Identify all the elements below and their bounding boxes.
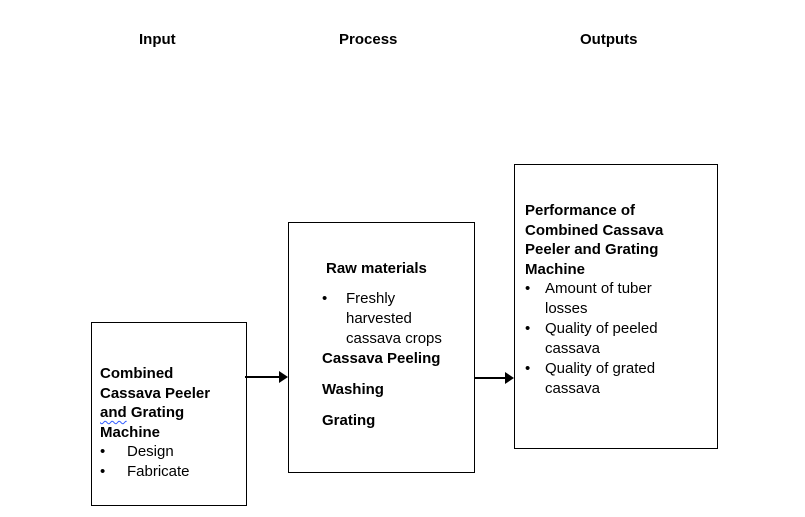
bullet-icon: • [100,443,106,460]
list-item: • Freshly harvested cassava crops [322,289,468,349]
bullet-icon: • [525,360,531,377]
bullet-icon: • [525,280,531,297]
input-title-part2: Grating Machine [100,404,185,441]
input-title-part1: Combined Cassava Peeler [100,365,211,402]
bullet-text: Freshly harvested cassava crops [346,289,442,347]
input-box-title: Combined Cassava Peeler and Grating Mach… [100,364,218,442]
outputs-box-title: Performance of Combined Cassava Peeler a… [525,202,664,278]
outputs-bullet-list: • Amount of tuber losses • Quality of pe… [525,279,711,399]
bullet-text: Design [127,443,174,460]
process-box-heading: Raw materials [326,260,427,277]
process-bullet-list: • Freshly harvested cassava crops [322,289,468,349]
input-bullet-list: • Design • Fabricate [100,442,240,481]
bullet-text: Amount of tuber losses [545,280,652,317]
column-header-input: Input [139,31,176,48]
bullet-icon: • [525,320,531,337]
column-header-outputs: Outputs [580,31,638,48]
process-step: Cassava Peeling [322,349,441,367]
list-item: • Fabricate [100,462,240,482]
column-header-process: Process [339,31,398,48]
list-item: • Quality of peeled cassava [525,319,711,359]
bullet-icon: • [100,462,106,480]
input-title-spellcheck-word: and [100,404,127,421]
process-step: Grating [322,411,376,429]
arrow-process-to-outputs-icon [474,372,514,384]
list-item: • Quality of grated cassava [525,359,711,399]
list-item: • Design [100,442,240,462]
input-box: Combined Cassava Peeler and Grating Mach… [91,322,247,506]
arrow-input-to-process-icon [245,371,288,383]
outputs-box: Performance of Combined Cassava Peeler a… [514,164,718,449]
process-box: Raw materials • Freshly harvested cassav… [288,222,475,473]
bullet-text: Fabricate [127,462,190,480]
bullet-icon: • [322,289,328,307]
list-item: • Amount of tuber losses [525,279,711,319]
bullet-text: Quality of peeled cassava [545,320,658,357]
bullet-text: Quality of grated cassava [545,360,656,397]
process-step: Washing [322,380,384,398]
